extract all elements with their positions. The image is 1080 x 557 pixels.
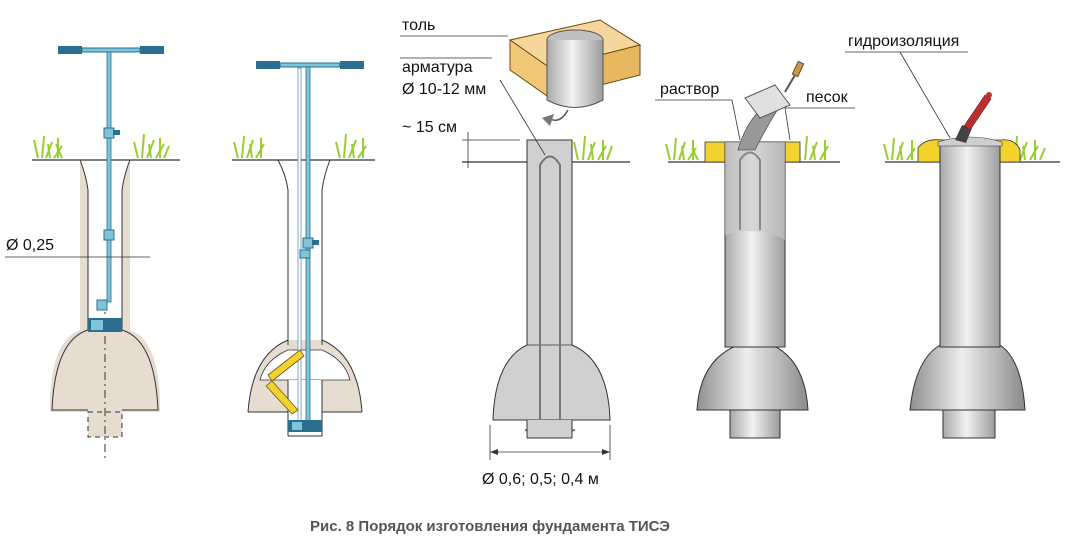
concrete-pillar [492, 139, 611, 421]
waterproofing-label: гидроизоляция [848, 33, 959, 50]
concrete-bell [909, 344, 1026, 411]
grass [573, 135, 613, 161]
stage-5-waterproofing: гидроизоляция [845, 33, 1060, 439]
depth-label: ~ 15 см [402, 119, 457, 136]
formwork-box [508, 19, 642, 108]
stage-1-drilling: Ø 0,25 [5, 46, 180, 460]
grass [33, 133, 170, 159]
concrete-bell [696, 344, 809, 411]
stage-4-pouring: раствор песок [655, 60, 855, 439]
bore-diameter-label: Ø 0,25 [6, 237, 54, 254]
widening-tool [256, 61, 364, 432]
rebar-label: арматура [402, 59, 473, 76]
trowel [744, 60, 805, 119]
sand-label: песок [806, 89, 849, 106]
figure-caption: Рис. 8 Порядок изготовления фундамента Т… [310, 518, 670, 535]
stage-3-rebar: ~ 15 см арматура Ø 10-12 мм толь Ø 0,6; … [400, 17, 642, 488]
concrete-pillar [939, 141, 1001, 348]
drill-tool [58, 46, 164, 332]
stage-2-widening [232, 61, 375, 437]
rebar-diameter-label: Ø 10-12 мм [402, 81, 486, 98]
base-diameter-label: Ø 0,6; 0,5; 0,4 м [482, 471, 599, 488]
tol-label: толь [402, 17, 435, 34]
mortar-label: раствор [660, 81, 719, 98]
brush [955, 92, 992, 143]
grass [233, 133, 367, 159]
